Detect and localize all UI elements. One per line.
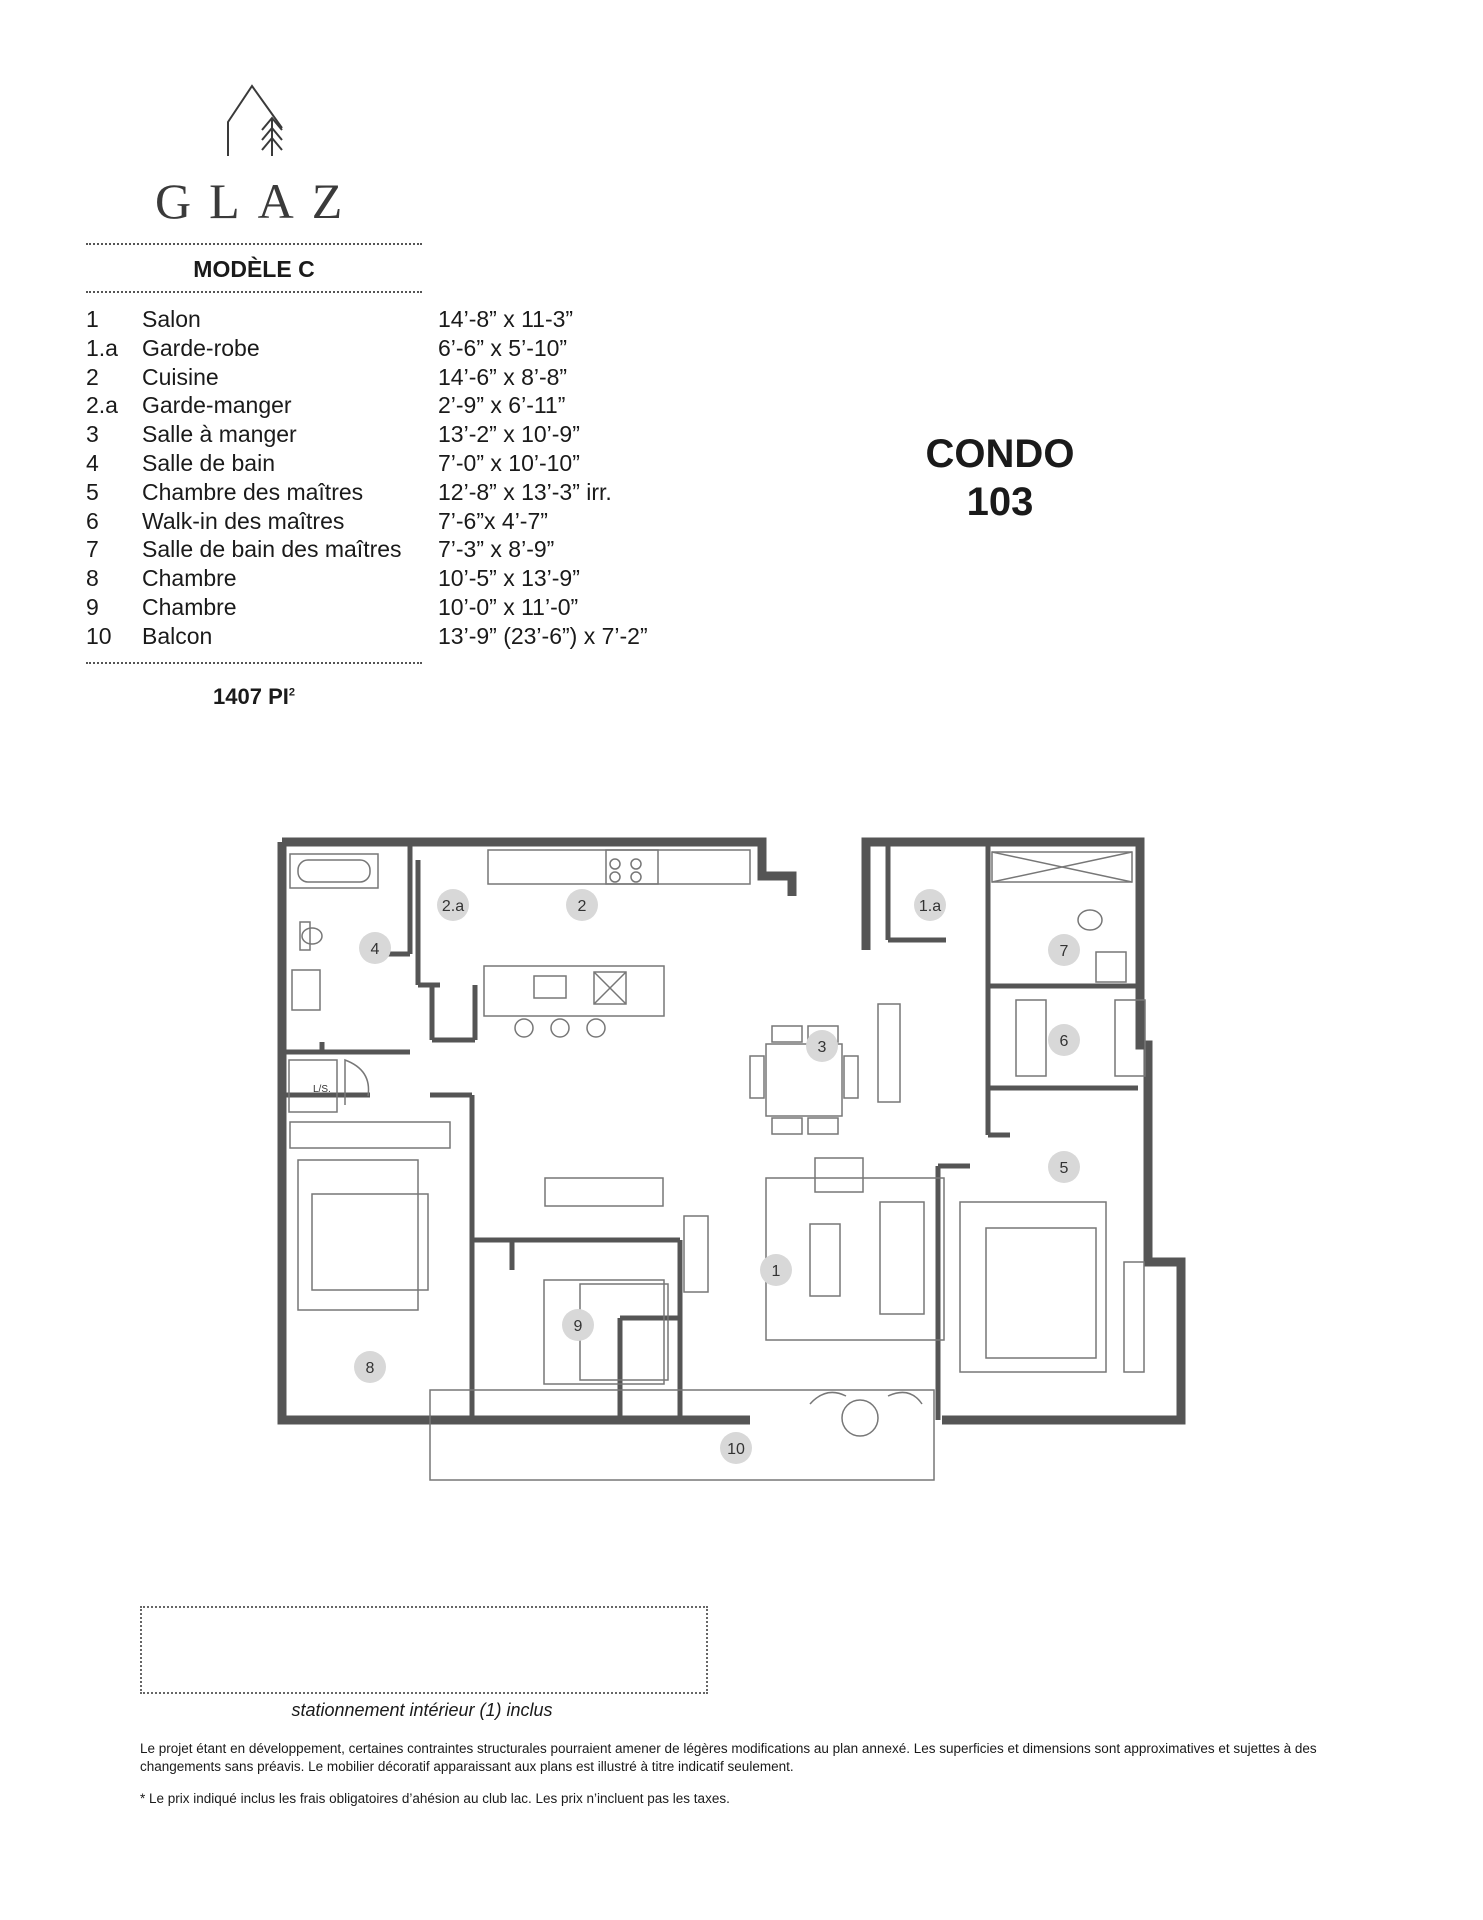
room-dimensions: 6’-6” x 5’-10” [438, 334, 568, 361]
svg-text:1: 1 [772, 1263, 781, 1280]
list-item: 9 Chambre 10’-0” x 11’-0” [86, 593, 706, 622]
room-name: Balcon [142, 622, 213, 649]
room-name: Chambre des maîtres [142, 478, 364, 505]
list-item: 8 Chambre 10’-5” x 13’-9” [86, 564, 706, 593]
list-item: 4 Salle de bain 7’-0” x 10’-10” [86, 449, 706, 478]
room-name: Chambre [142, 593, 237, 620]
house-tree-logo-icon [227, 84, 283, 156]
svg-text:7: 7 [1060, 943, 1069, 960]
room-number: 2.a [86, 392, 118, 419]
room-markers: 4 2.a 2 1.a 7 6 3 5 1 9 8 10 [354, 889, 1080, 1464]
room-dimensions: 12’-8” x 13’-3” irr. [438, 478, 612, 505]
room-marker-2a: 2.a [437, 889, 469, 921]
room-dimensions: 7’-3” x 8’-9” [438, 536, 555, 563]
room-number: 8 [86, 565, 99, 592]
condo-label: CONDO [925, 432, 1075, 476]
total-area: 1407 PI2 [86, 684, 422, 710]
room-name: Salle de bain [142, 449, 275, 476]
list-item: 1.a Garde-robe 6’-6” x 5’-10” [86, 334, 706, 363]
svg-text:8: 8 [366, 1360, 375, 1377]
room-name: Salle de bain des maîtres [142, 536, 402, 563]
model-title: MODÈLE C [193, 256, 315, 282]
divider [86, 291, 422, 293]
svg-text:9: 9 [574, 1318, 583, 1335]
room-marker-10: 10 [720, 1432, 752, 1464]
list-item: 10 Balcon 13’-9” (23’-6”) x 7’-2” [86, 622, 706, 651]
svg-text:5: 5 [1060, 1160, 1069, 1177]
laundry-label: L/S. [313, 1084, 331, 1095]
room-dimensions: 14’-8” x 11-3” [438, 306, 574, 332]
room-marker-2: 2 [566, 889, 598, 921]
room-marker-1: 1 [760, 1254, 792, 1286]
room-number: 5 [86, 478, 99, 505]
divider [86, 662, 422, 664]
svg-text:10: 10 [727, 1441, 745, 1458]
room-marker-9: 9 [562, 1309, 594, 1341]
room-name: Salon [142, 306, 201, 332]
room-number: 9 [86, 593, 99, 620]
condo-number: 103 [966, 480, 1034, 524]
list-item: 7 Salle de bain des maîtres 7’-3” x 8’-9” [86, 535, 706, 564]
room-dimensions: 14’-6” x 8’-8” [438, 363, 568, 390]
room-dimensions: 10’-0” x 11’-0” [438, 593, 579, 620]
area-unit-superscript: 2 [288, 686, 295, 699]
room-name: Garde-manger [142, 392, 292, 419]
room-name: Garde-robe [142, 334, 260, 361]
list-item: 2 Cuisine 14’-6” x 8’-8” [86, 363, 706, 392]
room-dimensions: 2’-9” x 6’-11” [438, 392, 566, 419]
disclaimer: Le projet étant en développement, certai… [140, 1741, 1317, 1774]
list-item: 5 Chambre des maîtres 12’-8” x 13’-3” irr. [86, 478, 706, 507]
room-number: 1 [86, 306, 99, 332]
room-dimensions: 13’-9” (23’-6”) x 7’-2” [438, 622, 648, 649]
floor-plan: 4 2.a 2 1.a 7 6 3 5 1 9 8 10 L/S. [277, 837, 1186, 1481]
room-number: 2 [86, 363, 99, 390]
room-number: 4 [86, 449, 99, 476]
area-value: 1407 PI [213, 684, 289, 709]
room-number: 10 [86, 622, 112, 649]
divider [86, 243, 422, 245]
footnote: * Le prix indiqué inclus les frais oblig… [140, 1791, 730, 1806]
parking-note: stationnement intérieur (1) inclus [291, 1700, 553, 1720]
parking-box [140, 1606, 708, 1694]
room-number: 6 [86, 507, 99, 534]
room-dimensions: 7’-0” x 10’-10” [438, 449, 580, 476]
condo-title: CONDO 103 [900, 430, 1100, 526]
room-number: 3 [86, 421, 99, 448]
room-name: Chambre [142, 565, 237, 592]
room-marker-4: 4 [359, 932, 391, 964]
list-item: 2.a Garde-manger 2’-9” x 6’-11” [86, 391, 706, 420]
plan-fixtures [288, 849, 1146, 1481]
room-dimensions: 10’-5” x 13’-9” [438, 565, 580, 592]
room-name: Cuisine [142, 363, 219, 390]
brand-name: GLAZ [155, 173, 361, 229]
room-marker-7: 7 [1048, 934, 1080, 966]
room-marker-6: 6 [1048, 1024, 1080, 1056]
room-dimensions: 13’-2” x 10’-9” [438, 421, 580, 448]
exterior-walls [277, 837, 1186, 1425]
room-number: 7 [86, 536, 99, 563]
svg-text:1.a: 1.a [919, 898, 941, 915]
room-number: 1.a [86, 334, 118, 361]
svg-text:3: 3 [818, 1039, 827, 1056]
room-name: Walk-in des maîtres [142, 507, 345, 534]
svg-text:2.a: 2.a [442, 898, 464, 915]
room-list: 1 Salon 14’-8” x 11-3” 1.a Garde-robe 6’-6” … [86, 305, 706, 651]
list-item: 1 Salon 14’-8” x 11-3” [86, 305, 706, 334]
svg-text:6: 6 [1060, 1033, 1069, 1050]
svg-text:2: 2 [578, 898, 587, 915]
room-marker-3: 3 [806, 1030, 838, 1062]
room-dimensions: 7’-6”x 4’-7” [438, 507, 548, 534]
list-item: 3 Salle à manger 13’-2” x 10’-9” [86, 420, 706, 449]
room-marker-8: 8 [354, 1351, 386, 1383]
room-name: Salle à manger [142, 421, 297, 448]
svg-text:4: 4 [371, 941, 380, 958]
room-marker-5: 5 [1048, 1151, 1080, 1183]
list-item: 6 Walk-in des maîtres 7’-6”x 4’-7” [86, 507, 706, 536]
room-marker-1a: 1.a [914, 889, 946, 921]
interior-walls [282, 842, 1138, 1420]
